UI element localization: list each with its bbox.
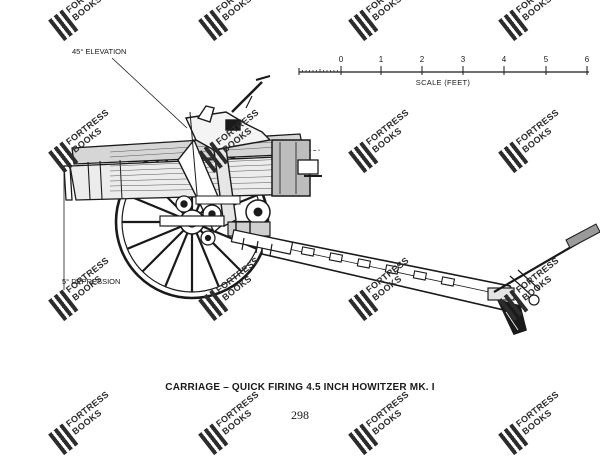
scale-tick-label-2: 2 [420,55,425,64]
howitzer-carriage-drawing: 0 1 2 3 4 5 6 SCALE (FEET) 45° ELEVATION… [62,47,600,335]
depression-label: 5° DEPRESSION [62,277,120,286]
trail [261,223,600,335]
scale-caption: SCALE (FEET) [416,78,471,87]
elevation-label: 45° ELEVATION [72,47,126,56]
scale-tick-label-0: 0 [339,55,344,64]
scale-tick-label-4: 4 [502,55,507,64]
figure-caption: CARRIAGE – QUICK FIRING 4.5 INCH HOWITZE… [165,382,435,393]
scale-tick-labels: 0 1 2 3 4 5 6 [339,55,590,64]
page-number: 298 [291,408,309,422]
scale-tick-label-6: 6 [585,55,590,64]
scale-tick-label-3: 3 [461,55,466,64]
recoil-buffer [230,229,294,257]
saddle-frame [159,75,272,246]
scale-tick-label-1: 1 [379,55,384,64]
elevation-leader-line [111,57,188,129]
scale-tick-label-5: 5 [544,55,549,64]
book-page: 0 1 2 3 4 5 6 SCALE (FEET) 45° ELEVATION… [48,0,600,456]
scale-bar [298,66,589,75]
